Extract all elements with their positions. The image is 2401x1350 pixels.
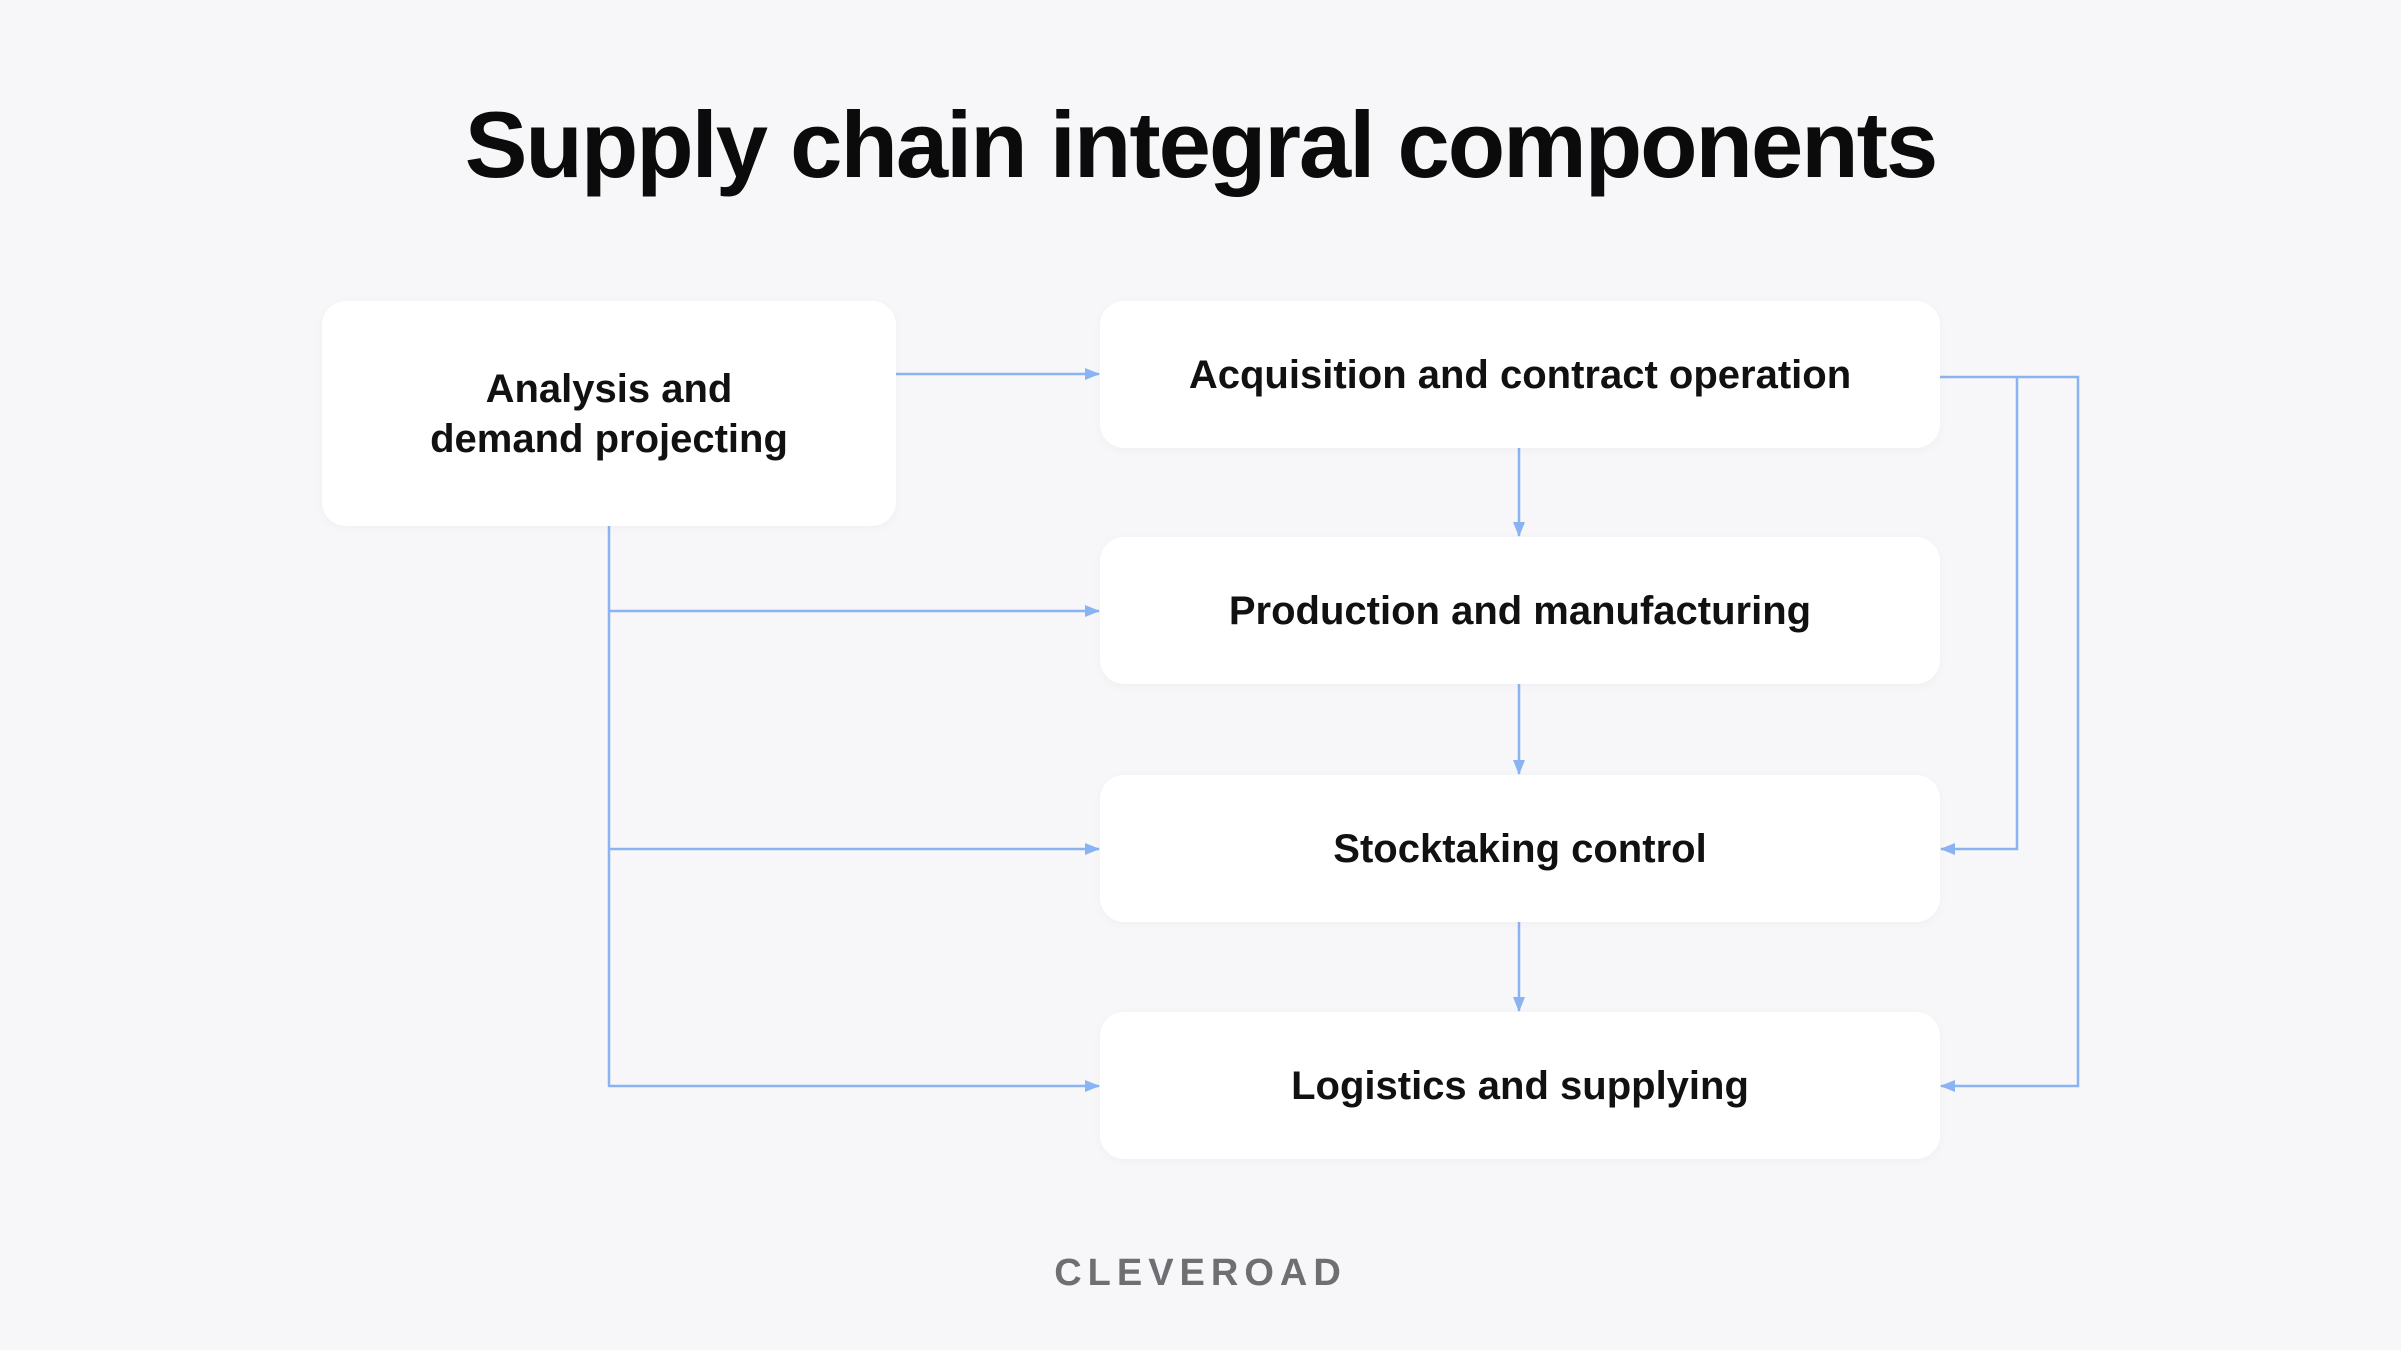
node-label: Stocktaking control	[1333, 826, 1707, 871]
node-analysis-demand-projecting: Analysis and demand projecting	[322, 301, 896, 526]
brand-logo: CLEVEROAD	[1054, 1252, 1347, 1294]
page-title: Supply chain integral components	[464, 92, 1939, 197]
edge-acquisition-logistics	[1940, 375, 2080, 1092]
node-label-line: Analysis and	[485, 366, 733, 411]
node-production-manufacturing: Production and manufacturing	[1100, 537, 1940, 684]
node-label: Production and manufacturing	[1228, 588, 1812, 633]
edge-acquisition-stocktaking	[1940, 375, 2019, 855]
node-logistics-supplying: Logistics and supplying	[1100, 1012, 1940, 1159]
node-label: Logistics and supplying	[1291, 1063, 1749, 1108]
node-label: Acquisition and contract operation	[1188, 352, 1852, 397]
node-acquisition-contract-operation: Acquisition and contract operation	[1100, 301, 1940, 448]
node-stocktaking-control: Stocktaking control	[1100, 775, 1940, 922]
node-label-line: demand projecting	[430, 416, 788, 461]
